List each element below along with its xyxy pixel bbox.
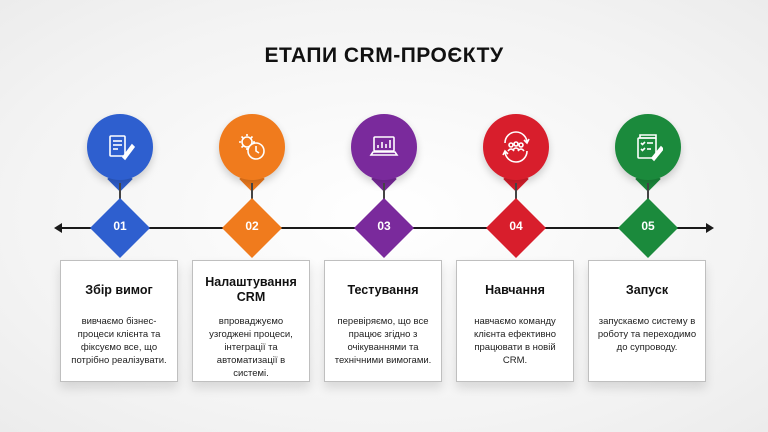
pin-connector bbox=[251, 183, 253, 207]
step-pin bbox=[615, 114, 681, 180]
step-3: 03 Тестування перевіряємо, що все працює… bbox=[318, 0, 450, 432]
step-card: Навчання навчаємо команду клієнта ефекти… bbox=[456, 260, 574, 382]
step-2: 02 Налаштування CRM впроваджуємо узгодже… bbox=[186, 0, 318, 432]
step-title: Запуск bbox=[625, 282, 669, 297]
pin-connector bbox=[515, 183, 517, 207]
step-description: запускаємо систему в роботу та переходим… bbox=[597, 316, 697, 353]
step-card: Налаштування CRM впроваджуємо узгоджені … bbox=[192, 260, 310, 382]
step-number: 05 bbox=[641, 219, 655, 233]
step-diamond bbox=[354, 198, 414, 258]
step-diamond bbox=[90, 198, 150, 258]
step-5: 05 Запуск запускаємо систему в роботу та… bbox=[582, 0, 714, 432]
pin-connector bbox=[647, 183, 649, 207]
step-card: Запуск запускаємо систему в роботу та пе… bbox=[588, 260, 706, 382]
checklist-pen-icon bbox=[633, 132, 663, 162]
step-title: Збір вимог bbox=[85, 282, 153, 297]
step-diamond bbox=[222, 198, 282, 258]
step-card: Тестування перевіряємо, що все працює зг… bbox=[324, 260, 442, 382]
laptop-chart-icon bbox=[368, 132, 400, 162]
step-title: Тестування bbox=[347, 282, 419, 297]
step-number: 01 bbox=[113, 219, 127, 233]
document-pen-icon bbox=[105, 132, 135, 162]
pin-connector bbox=[119, 183, 121, 207]
step-description: вивчаємо бізнес-процеси клієнта та фіксу… bbox=[71, 316, 167, 366]
step-description: впроваджуємо узгоджені процеси, інтеграц… bbox=[209, 316, 293, 379]
team-cycle-icon bbox=[500, 131, 532, 163]
pin-connector bbox=[383, 183, 385, 207]
timeline-arrow-left bbox=[54, 223, 62, 233]
step-diamond bbox=[618, 198, 678, 258]
step-number: 02 bbox=[245, 219, 259, 233]
step-1: 01 Збір вимог вивчаємо бізнес-процеси кл… bbox=[54, 0, 186, 432]
step-pin bbox=[351, 114, 417, 180]
step-pin bbox=[483, 114, 549, 180]
step-card: Збір вимог вивчаємо бізнес-процеси клієн… bbox=[60, 260, 178, 382]
step-description: навчаємо команду клієнта ефективно працю… bbox=[473, 316, 557, 366]
step-description: перевіряємо, що все працює згідно з очік… bbox=[334, 316, 432, 366]
step-number: 03 bbox=[377, 219, 391, 233]
step-pin bbox=[219, 114, 285, 180]
page-title: ЕТАПИ CRM-ПРОЄКТУ bbox=[264, 44, 504, 67]
step-title: Налаштування CRM bbox=[205, 275, 297, 304]
step-pin bbox=[87, 114, 153, 180]
timeline-arrow-right bbox=[706, 223, 714, 233]
step-diamond bbox=[486, 198, 546, 258]
step-title: Навчання bbox=[485, 282, 545, 297]
step-4: 04 Навчання навчаємо команду клієнта ефе… bbox=[450, 0, 582, 432]
gear-clock-icon bbox=[236, 131, 268, 163]
step-number: 04 bbox=[509, 219, 523, 233]
